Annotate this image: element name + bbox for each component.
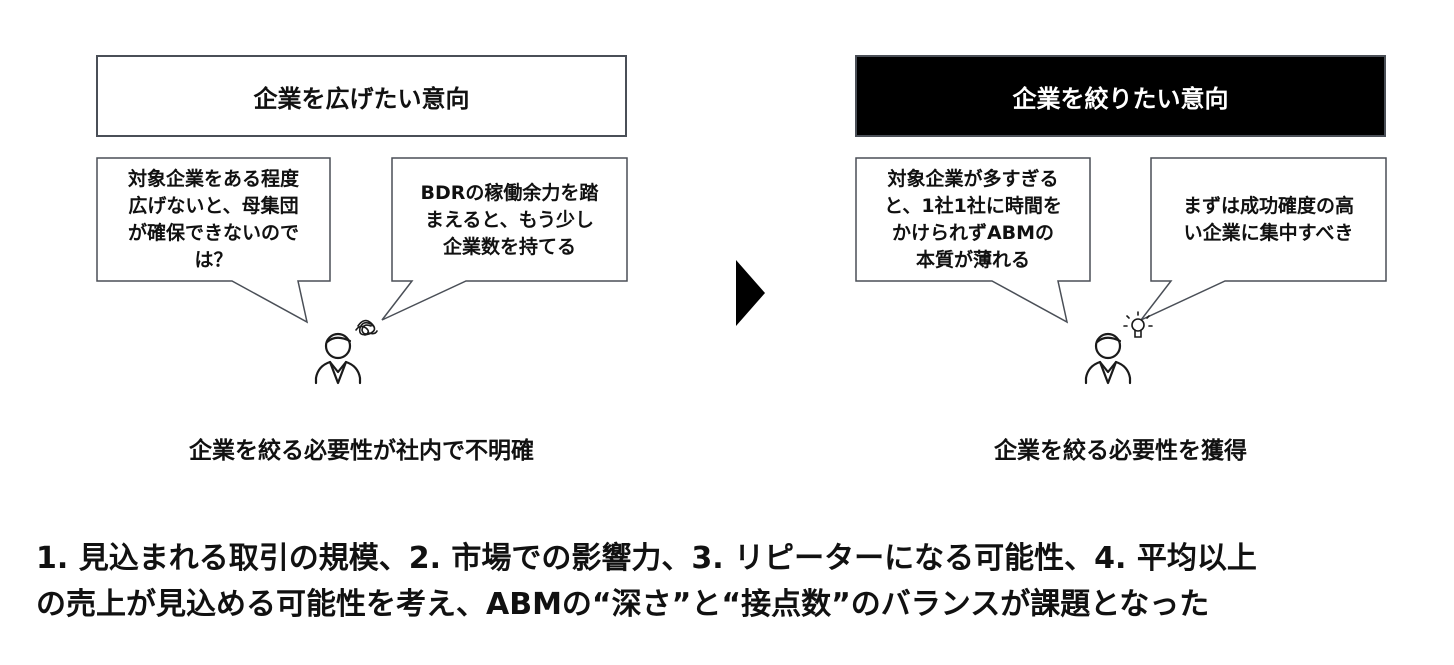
conclusion-line-2: の売上が見込める可能性を考え、ABMの“深さ”と“接点数”のバランスが課題となっ… xyxy=(36,587,1210,622)
conclusion-line-1: 1. 見込まれる取引の規模、2. 市場での影響力、3. リピーターになる可能性、… xyxy=(36,541,1257,576)
left-bubble-1-line-4: は？ xyxy=(194,248,233,271)
left-bubble-2-text: BDRの稼働余力を踏 まえると、もう少し 企業数を持てる xyxy=(394,160,625,279)
right-title-box: 企業を絞りたい意向 xyxy=(855,55,1386,137)
tangled-thought-icon xyxy=(355,319,378,336)
speech-bubble-right-1 xyxy=(855,157,1091,324)
right-bubble-1-line-4: 本質が薄れる xyxy=(915,248,1030,271)
left-bubble-2-line-3: 企業数を持てる xyxy=(442,236,576,258)
left-bubble-2-line-2: まえると、もう少し xyxy=(424,209,595,231)
speech-bubble-left-1 xyxy=(96,157,331,324)
arrow-right-icon xyxy=(736,260,765,326)
conclusion-text: 1. 見込まれる取引の規模、2. 市場での影響力、3. リピーターになる可能性、… xyxy=(36,536,1436,628)
left-bubble-1-line-1: 対象企業をある程度 xyxy=(127,167,299,190)
right-bubble-2-line-1: まずは成功確度の高 xyxy=(1182,195,1354,217)
right-title: 企業を絞りたい意向 xyxy=(1012,84,1229,113)
person-icon-right xyxy=(1084,332,1132,385)
right-bubble-2-line-2: い企業に集中すべき xyxy=(1183,222,1354,244)
right-bubble-1-line-2: と、1社1社に時間を xyxy=(884,194,1062,217)
right-bubble-1-line-3: かけられずABMの xyxy=(891,221,1055,244)
right-caption: 企業を絞る必要性を獲得 xyxy=(994,438,1247,464)
person-icon xyxy=(314,332,362,385)
speech-bubble-right-2 xyxy=(1140,157,1387,321)
left-bubble-1-line-3: が確保できないので xyxy=(127,221,299,244)
left-bubble-1-text: 対象企業をある程度 広げないと、母集団 が確保できないので は？ xyxy=(99,160,328,279)
left-title-box: 企業を広げたい意向 xyxy=(96,55,627,137)
left-caption: 企業を絞る必要性が社内で不明確 xyxy=(189,438,534,464)
left-title: 企業を広げたい意向 xyxy=(253,84,470,113)
right-bubble-2-text: まずは成功確度の高 い企業に集中すべき xyxy=(1153,160,1384,279)
speech-bubble-left-2 xyxy=(381,157,628,321)
left-bubble-1-line-2: 広げないと、母集団 xyxy=(128,194,299,217)
right-bubble-1-text: 対象企業が多すぎる と、1社1社に時間を かけられずABMの 本質が薄れる xyxy=(858,160,1088,279)
left-bubble-2-line-1: BDRの稼働余力を踏 xyxy=(420,182,599,204)
right-bubble-1-line-1: 対象企業が多すぎる xyxy=(887,167,1059,190)
lightbulb-icon xyxy=(1123,311,1153,338)
